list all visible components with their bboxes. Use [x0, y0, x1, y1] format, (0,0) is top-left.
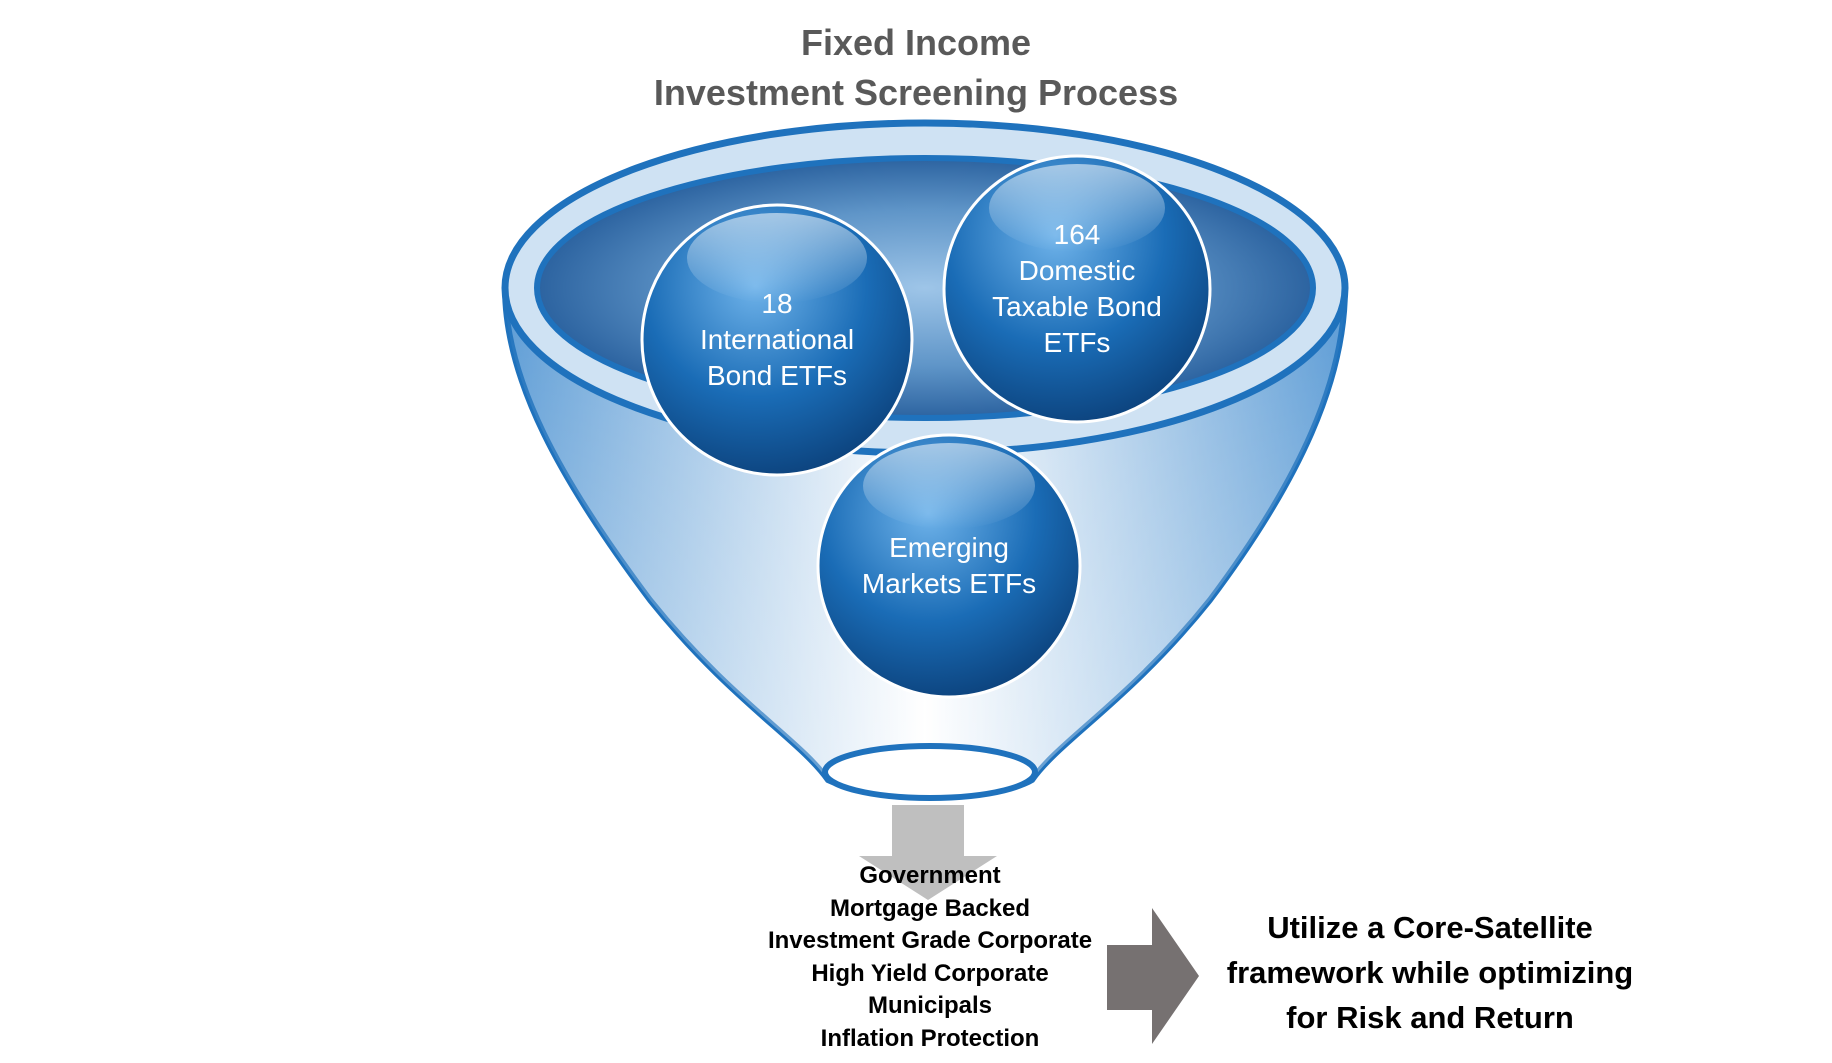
category-item: Government [859, 862, 1001, 889]
bubble-domestic-line: Domestic [1018, 255, 1136, 286]
bubble-emerging-label: Emerging Markets ETFs [829, 530, 1069, 602]
title-line-1: Fixed Income [800, 22, 1032, 63]
category-list: Government Mortgage Backed Investment Gr… [700, 860, 1160, 1055]
bubble-domestic-label: 164 Domestic Taxable Bond ETFs [957, 217, 1197, 361]
bubble-emerging [816, 433, 1082, 699]
bubble-international-label: 18 International Bond ETFs [657, 286, 897, 394]
bubble-emerging-line: Markets ETFs [861, 568, 1037, 599]
category-item: Mortgage Backed [829, 894, 1031, 922]
conclusion-line: framework while optimizing [1226, 955, 1634, 990]
bubble-domestic-line: ETFs [1043, 327, 1111, 358]
category-item: Investment Grade Corporate [767, 927, 1093, 954]
category-item: Municipals [867, 992, 993, 1019]
bubble-international [640, 203, 914, 477]
conclusion-line: Utilize a Core-Satellite [1267, 910, 1593, 945]
bubble-emerging-line: Emerging [889, 532, 1009, 563]
bubble-international-line: Bond ETFs [706, 360, 848, 391]
category-item: Inflation Protection [820, 1024, 1040, 1052]
right-arrow [1107, 908, 1199, 1044]
category-item: High Yield Corporate [811, 959, 1049, 987]
funnel-spout [822, 743, 1038, 801]
bubble-domestic-line: 164 [1053, 219, 1101, 250]
diagram-title: Fixed Income Investment Screening Proces… [0, 18, 1832, 118]
bubble-international-line: International [699, 324, 855, 355]
title-line-2: Investment Screening Process [653, 72, 1179, 113]
bubble-domestic [942, 154, 1212, 424]
bubble-domestic-line: Taxable Bond [992, 291, 1162, 322]
conclusion-line: for Risk and Return [1286, 1000, 1574, 1035]
bubble-international-line: 18 [761, 288, 793, 319]
conclusion-text: Utilize a Core-Satellite framework while… [1190, 905, 1670, 1040]
down-arrow [859, 805, 997, 900]
